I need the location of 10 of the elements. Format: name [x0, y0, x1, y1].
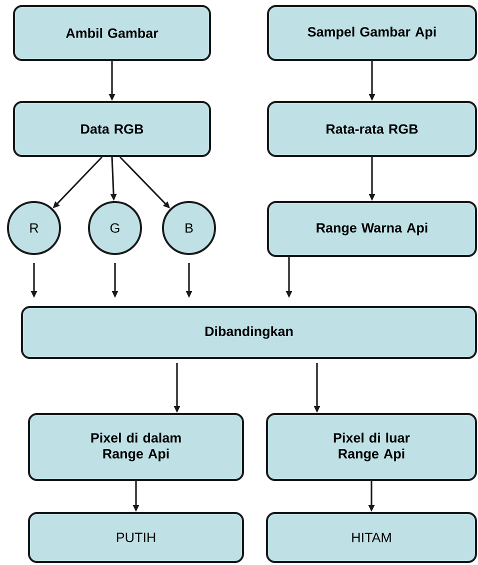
process-box: Data RGB [13, 101, 211, 157]
process-box: Range Warna Api [267, 201, 477, 257]
process-box: HITAM [266, 512, 477, 563]
process-box: PUTIH [28, 512, 244, 563]
process-box: Ambil Gambar [13, 5, 211, 61]
process-box: Dibandingkan [21, 306, 477, 359]
process-box: Sampel Gambar Api [267, 5, 477, 61]
process-box: Pixel di dalam Range Api [28, 413, 244, 481]
process-box: Pixel di luar Range Api [266, 413, 477, 481]
process-box: Rata-rata RGB [267, 101, 477, 157]
